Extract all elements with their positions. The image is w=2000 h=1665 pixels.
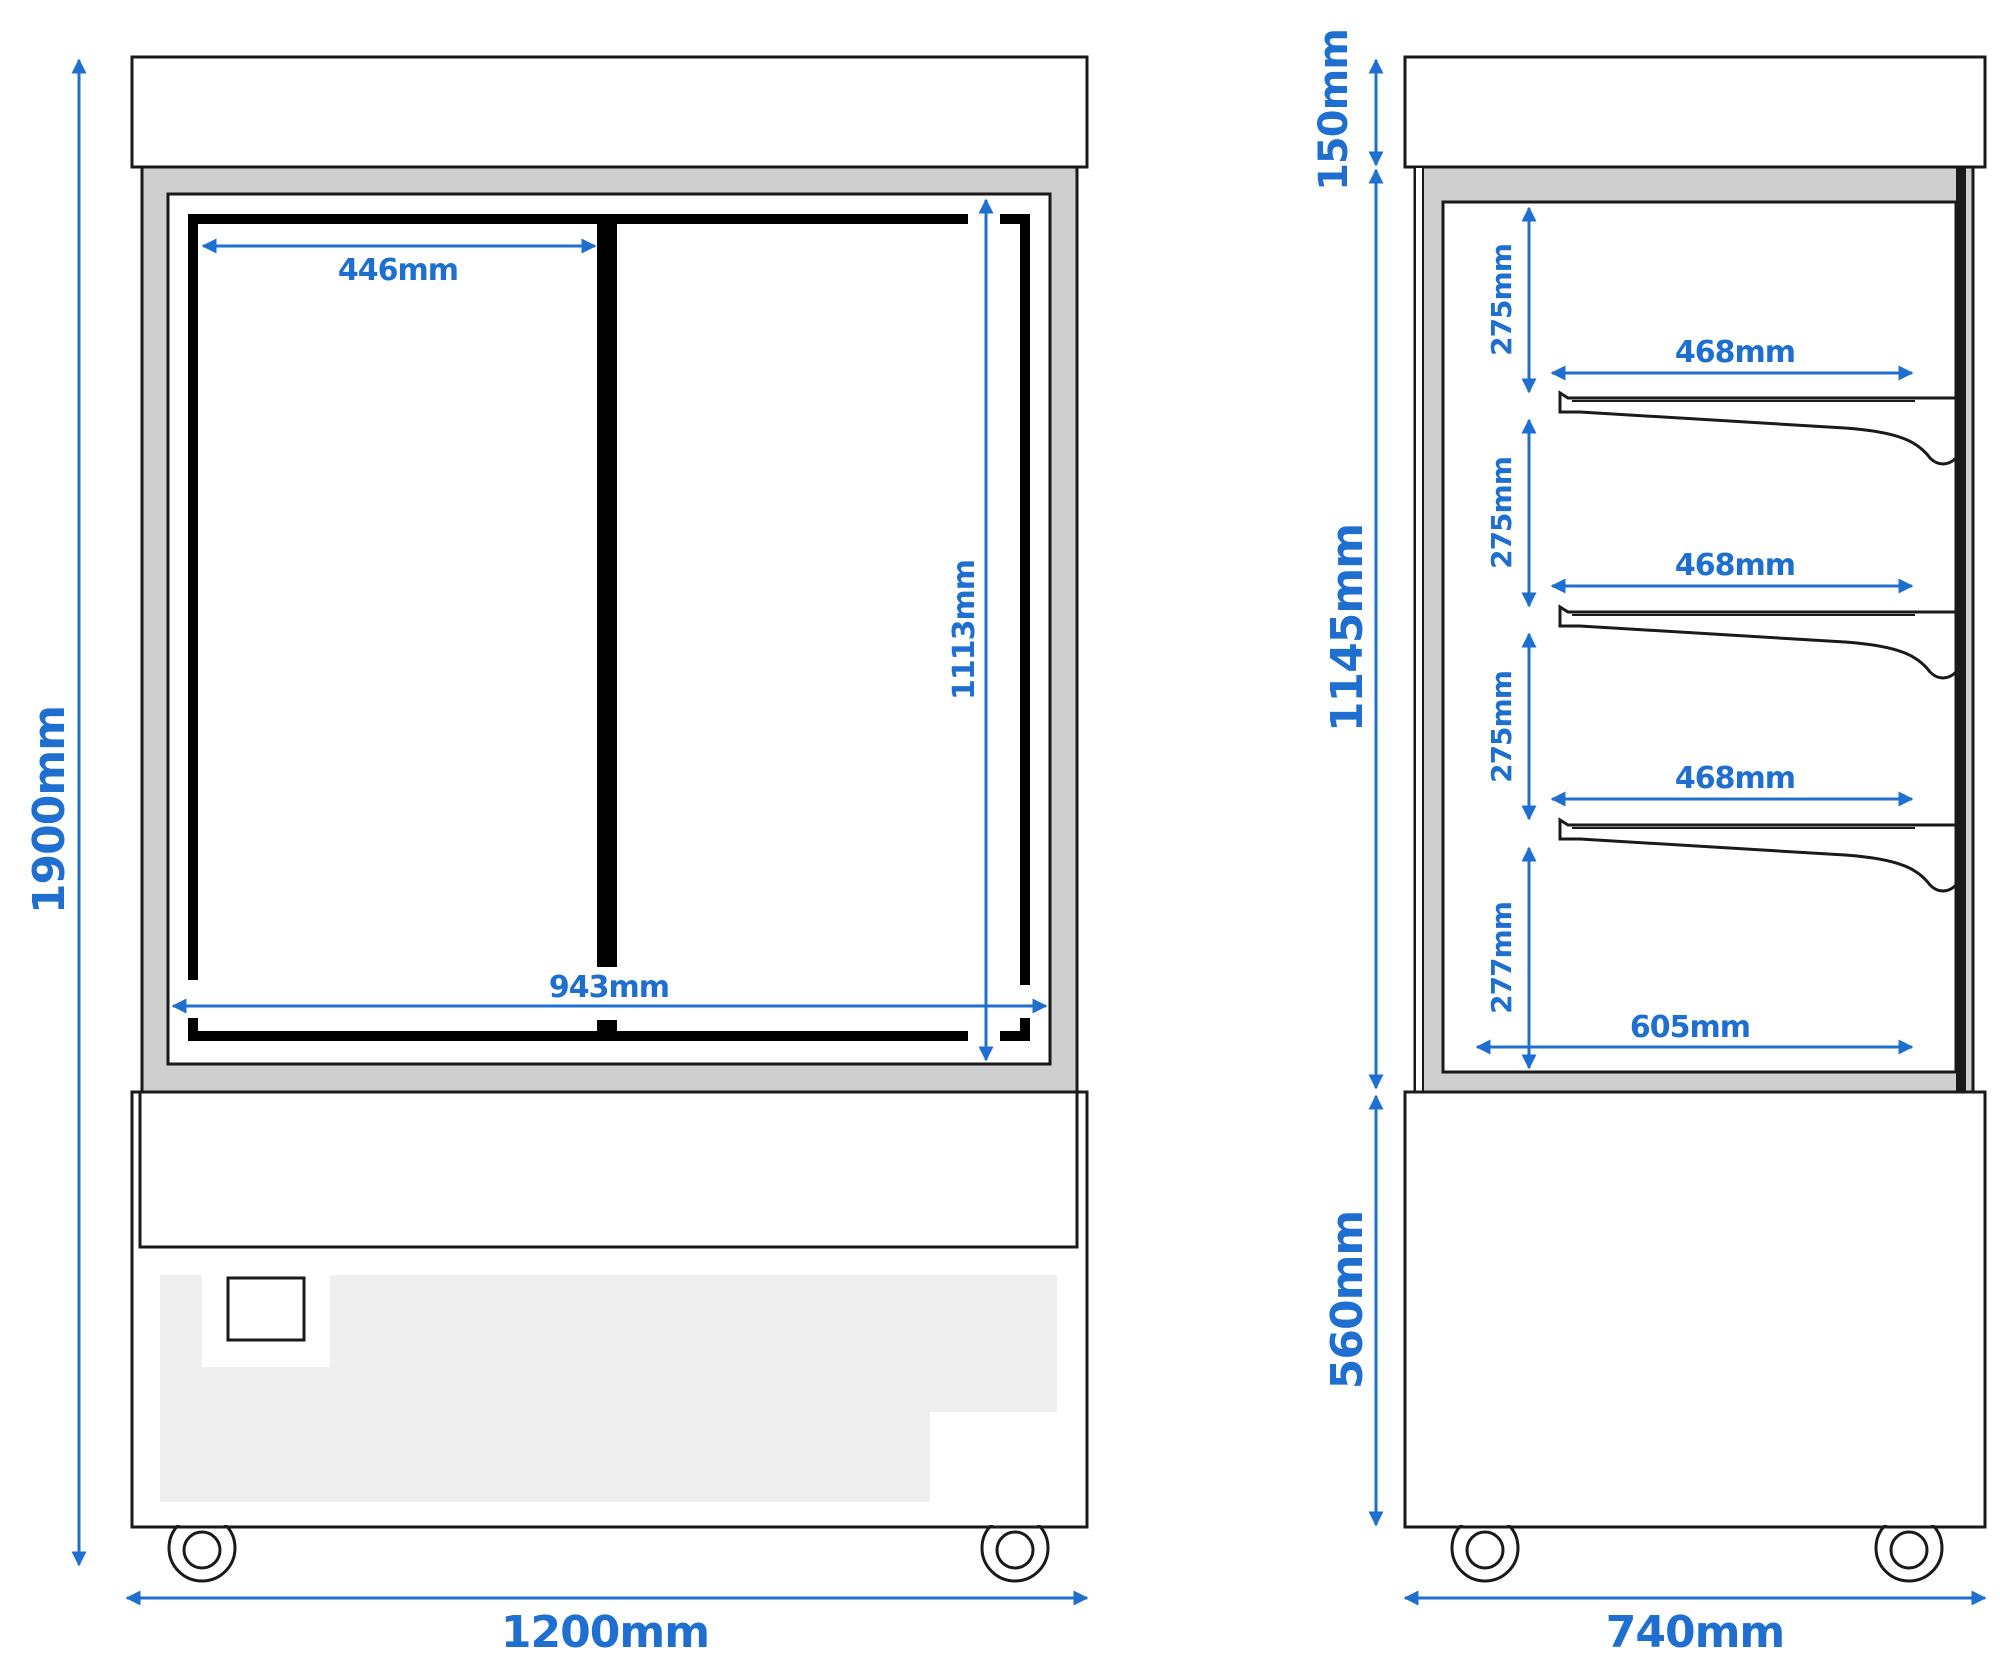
label-door-width: 446mm — [338, 253, 458, 288]
label-shelf-depth-1: 468mm — [1675, 335, 1795, 370]
side-base — [1403, 1090, 1987, 1529]
shelf-3 — [1558, 817, 1958, 893]
label-display-height: 1145mm — [1322, 524, 1373, 732]
shelf-1 — [1558, 390, 1958, 466]
shelves — [1558, 390, 1958, 893]
side-wheel-right — [1874, 1513, 1944, 1583]
front-dimension-lines — [71, 58, 1089, 1606]
label-shelf-spacing-3: 275mm — [1485, 671, 1518, 783]
front-base-drawer — [138, 1090, 1079, 1249]
front-view — [71, 55, 1089, 1606]
label-base-height: 560mm — [1322, 1211, 1373, 1390]
label-shelf-spacing-4: 277mm — [1485, 902, 1518, 1014]
label-shelf-spacing-2: 275mm — [1485, 457, 1518, 569]
shelf-2 — [1558, 604, 1958, 680]
label-inner-height: 1113mm — [947, 560, 982, 700]
front-wheel-right — [980, 1513, 1050, 1583]
front-canopy — [130, 55, 1089, 169]
sliding-doors — [188, 214, 1030, 1041]
label-shelf-depth-2: 468mm — [1675, 548, 1795, 583]
control-box — [226, 1276, 306, 1342]
label-inner-width: 943mm — [549, 970, 669, 1005]
side-view — [1368, 55, 1987, 1606]
side-canopy — [1403, 55, 1987, 169]
label-floor-depth: 605mm — [1630, 1010, 1750, 1045]
label-total-width: 1200mm — [501, 1607, 709, 1658]
front-vent-panel — [160, 1275, 1057, 1502]
label-total-height: 1900mm — [24, 706, 75, 914]
label-shelf-depth-3: 468mm — [1675, 761, 1795, 796]
side-front-edge — [1414, 166, 1424, 1093]
label-top-height: 150mm — [1311, 29, 1357, 191]
label-total-depth: 740mm — [1606, 1607, 1785, 1658]
label-shelf-spacing-1: 275mm — [1485, 244, 1518, 356]
side-back-wall — [1956, 167, 1966, 1092]
side-dimension-lines — [1368, 58, 1987, 1606]
